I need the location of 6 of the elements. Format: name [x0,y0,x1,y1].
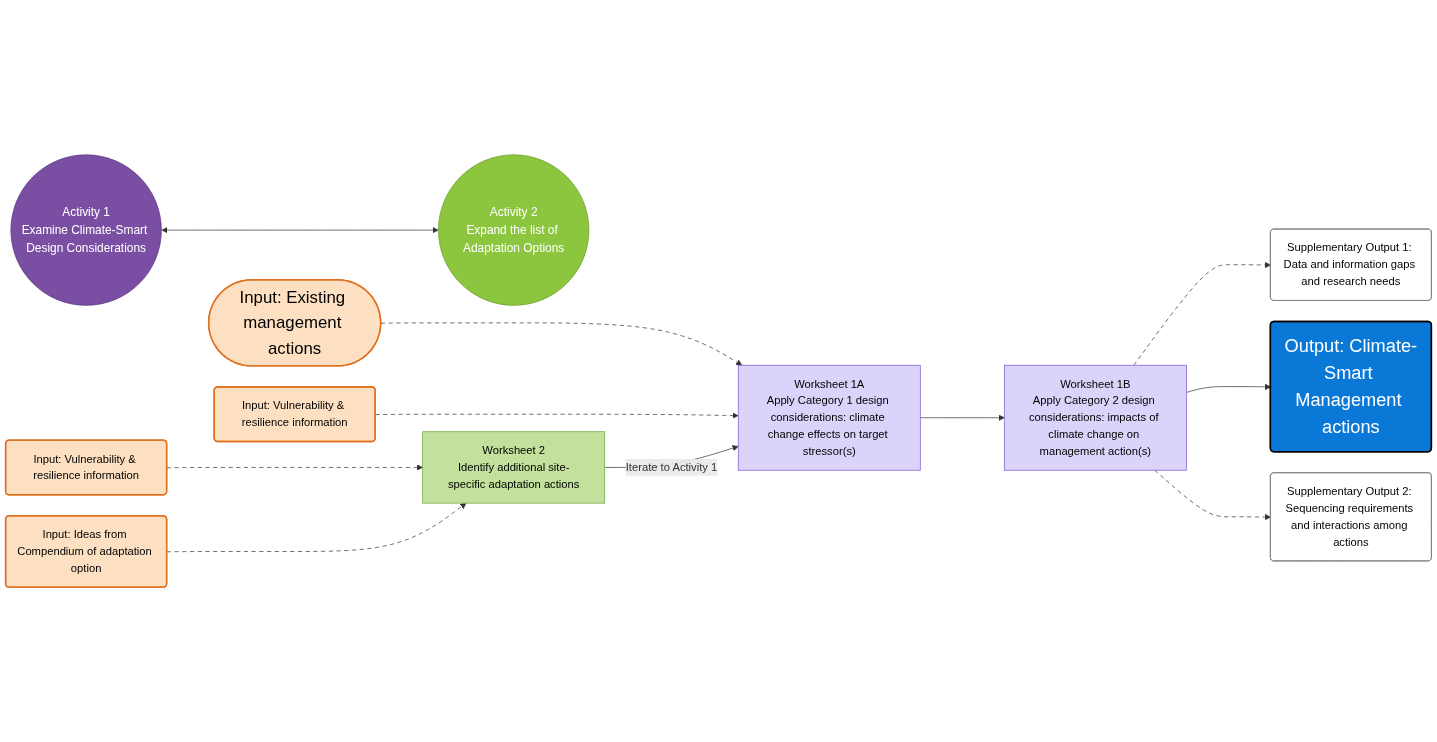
node-box: Worksheet 1A Apply Category 1 design considerations: climate change effects on target stressor(s) [737,364,921,471]
node-box: Worksheet 1B Apply Category 2 design considerations: impacts of climate change on management action(s) [1003,364,1187,471]
edge-label: Iterate to Activity 1 [625,461,718,474]
node-box: Worksheet 2 Identify additional site-specific adaptation actions [422,431,606,504]
node-circle: Activity 1 Examine Climate-Smart Design Considerations [10,154,162,306]
node-circle: Activity 2 Expand the list of Adaptation Options [438,154,590,306]
